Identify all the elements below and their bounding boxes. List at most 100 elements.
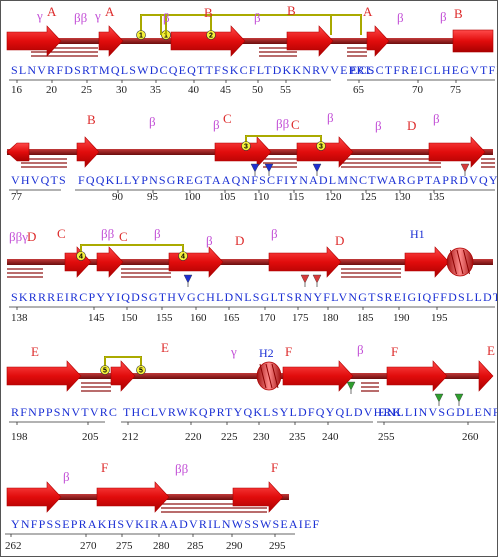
beta-strand-arrow — [286, 25, 334, 57]
beta-strand-arrow — [6, 25, 62, 57]
ss-label-ab: D — [27, 229, 36, 244]
disulfide-node — [316, 141, 326, 151]
disulfide-node — [100, 365, 110, 375]
beta-strand-arrow — [6, 481, 62, 513]
residue-number: 255 — [378, 431, 395, 443]
residue-number: 25 — [81, 84, 93, 96]
disulfide-number: 1 — [139, 33, 143, 40]
disulfide-number: 5 — [103, 368, 107, 375]
disulfide-node — [178, 251, 188, 261]
disulfide-bridge — [160, 14, 362, 35]
ss-label-ab: B — [87, 112, 96, 127]
residue-number: 290 — [226, 540, 243, 552]
beta-strand-arrow — [96, 481, 170, 513]
site-marker-green — [434, 393, 444, 406]
ss-label-b: β — [327, 110, 334, 125]
ss-label-ab: B — [287, 3, 296, 18]
ss-label-ab: A — [363, 4, 373, 19]
residue-number: 110 — [253, 191, 270, 203]
disulfide-node — [241, 141, 251, 151]
residue-number: 235 — [289, 431, 306, 443]
residue-number: 105 — [219, 191, 236, 203]
site-marker-red — [300, 274, 310, 287]
site-marker-green — [346, 381, 356, 394]
residue-number: 77 — [11, 191, 23, 203]
coil-segment — [7, 259, 493, 265]
beta-strand-arrow — [282, 360, 354, 392]
residue-number: 138 — [11, 312, 28, 324]
residue-number: 170 — [259, 312, 276, 324]
residue-number: 230 — [253, 431, 270, 443]
disulfide-node — [136, 365, 146, 375]
residue-number: 270 — [80, 540, 97, 552]
residue-number: 180 — [322, 312, 339, 324]
beta-strand-arrow — [76, 136, 100, 168]
ss-label-ab: D — [335, 233, 344, 248]
sequence-segment: YNFPSSEPRAKHSVKIRAADVRILNWSSWSEAIEF — [11, 517, 320, 531]
residue-number: 275 — [116, 540, 133, 552]
ss-label-b: β — [213, 117, 220, 132]
residue-number: 155 — [156, 312, 173, 324]
disulfide-node — [206, 30, 216, 40]
ss-label-b: β — [271, 226, 278, 241]
residue-number: 285 — [187, 540, 204, 552]
disulfide-node — [136, 30, 146, 40]
ss-label-b: ββ — [276, 116, 290, 131]
ss-label-h: H2 — [259, 346, 274, 360]
sequence-segment: SLNVRFDSRTMQLSWDCQEQTTFSKCFLTDKKNRVVEPRL — [11, 63, 374, 77]
residue-number: 205 — [82, 431, 99, 443]
beta-strand-arrow — [96, 246, 124, 278]
disulfide-number: 3 — [244, 144, 248, 151]
ss-label-b: γ — [36, 8, 43, 23]
residue-number: 125 — [360, 191, 377, 203]
residue-number: 20 — [46, 84, 58, 96]
sequence-segment: ECSCTFREICLHEGVTFE — [350, 63, 497, 77]
residue-number: 120 — [325, 191, 342, 203]
alpha-helix — [446, 247, 474, 277]
residue-number: 212 — [122, 431, 139, 443]
beta-strand-arrow — [214, 136, 272, 168]
beta-strand-arrow — [386, 360, 448, 392]
residue-number: 135 — [428, 191, 445, 203]
residue-number: 225 — [221, 431, 238, 443]
beta-strand-arrow — [452, 29, 494, 53]
ss-label-ab: C — [223, 111, 232, 126]
residue-number: 65 — [353, 84, 365, 96]
alpha-helix — [256, 361, 282, 391]
residue-number: 30 — [116, 84, 128, 96]
residue-number: 90 — [112, 191, 124, 203]
disulfide-number: 3 — [319, 144, 323, 151]
residue-number: 150 — [121, 312, 138, 324]
disulfide-number: 2 — [209, 33, 213, 40]
beta-strand-arrow — [478, 360, 494, 392]
ss-label-ab: F — [285, 344, 292, 359]
ss-label-b: ββ — [175, 461, 189, 476]
residue-number: 260 — [462, 431, 479, 443]
ss-label-ab: F — [101, 460, 108, 475]
ss-label-b: β — [63, 469, 70, 484]
residue-number: 240 — [322, 431, 339, 443]
residue-number: 175 — [292, 312, 309, 324]
ss-label-h: H1 — [410, 227, 425, 241]
residue-number: 145 — [88, 312, 105, 324]
residue-number: 70 — [412, 84, 424, 96]
ss-label-ab: B — [454, 6, 463, 21]
coil-segment — [7, 373, 491, 379]
disulfide-number: 4 — [79, 254, 83, 261]
residue-number: 130 — [394, 191, 411, 203]
residue-number: 262 — [5, 540, 22, 552]
ss-label-ab: E — [31, 344, 39, 359]
residue-number: 95 — [147, 191, 159, 203]
residue-number: 190 — [393, 312, 410, 324]
ss-label-ab: C — [291, 117, 300, 132]
ss-label-b: β — [154, 226, 161, 241]
residue-number: 220 — [185, 431, 202, 443]
residue-number: 75 — [450, 84, 462, 96]
ss-label-b: γ — [94, 8, 101, 23]
residue-number: 40 — [188, 84, 200, 96]
residue-number: 185 — [357, 312, 374, 324]
